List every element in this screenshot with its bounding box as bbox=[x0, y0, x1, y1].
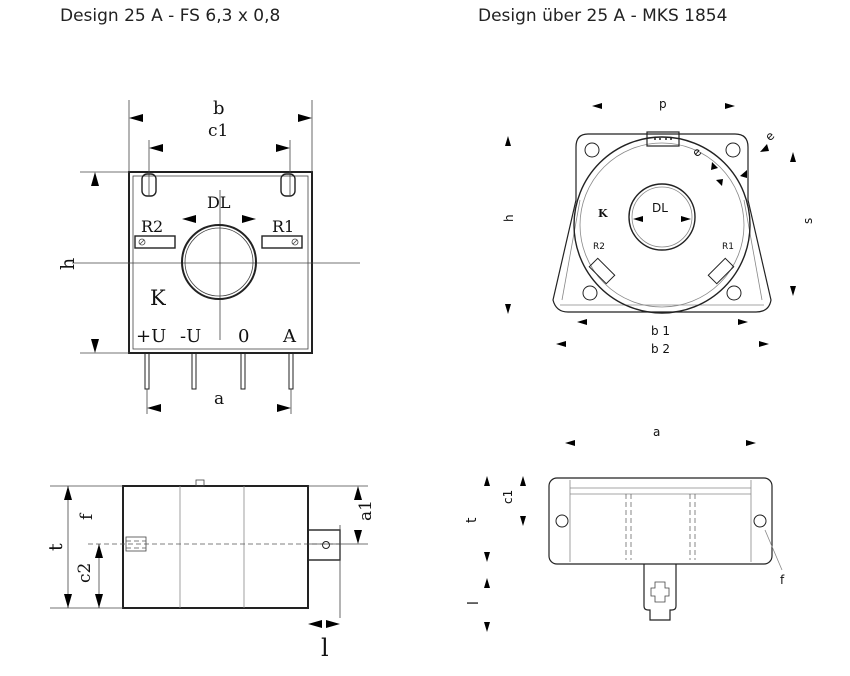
dim-l-right: l bbox=[466, 601, 482, 605]
dim-s: s bbox=[801, 218, 815, 224]
label-r1: R1 bbox=[272, 217, 294, 236]
dim-f: f bbox=[77, 512, 97, 520]
dim-l: l bbox=[321, 634, 329, 662]
dim-a1: a1 bbox=[356, 500, 376, 521]
dim-p: p bbox=[659, 97, 667, 111]
label-dl-right: DL bbox=[652, 201, 668, 215]
dim-b: b bbox=[213, 98, 225, 119]
right-front-view: p e e h s K DL R2 R1 b 1 b 2 bbox=[502, 97, 815, 356]
dim-h-right: h bbox=[502, 214, 516, 222]
dim-b1: b 1 bbox=[651, 324, 670, 338]
dim-t-right: t bbox=[464, 517, 480, 523]
terminal-a: A bbox=[282, 326, 297, 347]
label-dl: DL bbox=[207, 193, 231, 212]
dim-a: a bbox=[214, 389, 224, 409]
dim-c2: c2 bbox=[75, 563, 95, 583]
label-r2: R2 bbox=[141, 217, 163, 236]
label-r2-right: R2 bbox=[593, 242, 605, 252]
caption-right: Design über 25 A - MKS 1854 bbox=[478, 6, 728, 26]
dim-b2: b 2 bbox=[651, 342, 670, 356]
terminal-zero: 0 bbox=[238, 326, 249, 347]
dim-f-right: f bbox=[780, 573, 785, 587]
terminal-minus-u: -U bbox=[180, 326, 201, 347]
label-k: K bbox=[150, 286, 166, 310]
dim-c1-right: c1 bbox=[501, 490, 515, 504]
caption-left: Design 25 A - FS 6,3 x 0,8 bbox=[60, 6, 281, 26]
terminal-plus-u: +U bbox=[136, 326, 166, 347]
dim-c1: c1 bbox=[208, 121, 228, 141]
left-front-view: b c1 h DL R2 R1 K +U -U 0 A a bbox=[57, 98, 360, 414]
label-r1-right: R1 bbox=[722, 242, 734, 252]
dim-e-outer: e bbox=[762, 129, 777, 144]
left-side-view: t c2 f a1 l bbox=[45, 479, 376, 662]
dim-h: h bbox=[57, 258, 79, 270]
right-side-view: a c1 t l f bbox=[464, 425, 785, 632]
dim-t: t bbox=[45, 543, 67, 551]
label-k-right: K bbox=[598, 207, 608, 220]
dim-a-right: a bbox=[653, 425, 660, 439]
